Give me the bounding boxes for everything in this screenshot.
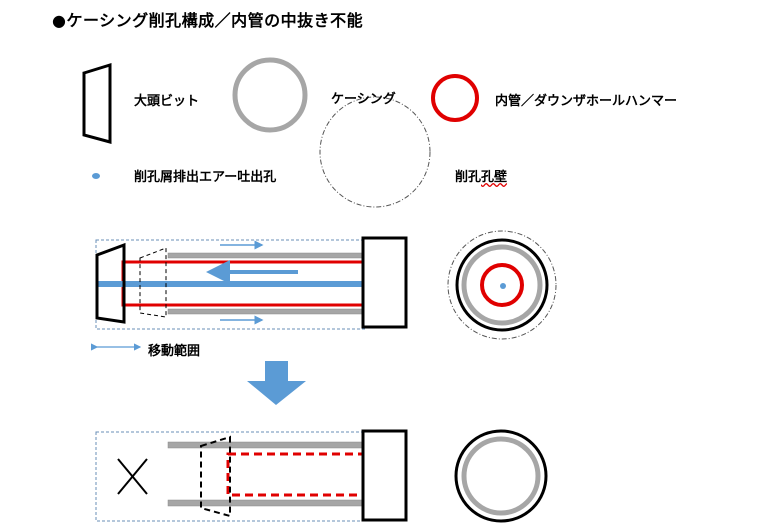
legend-borehole-wall-label-part2: 孔壁 <box>481 170 508 185</box>
legend-borehole-wall-label: 削孔孔壁 <box>455 166 507 185</box>
lower-section-outer-ring <box>454 429 548 523</box>
upper-casing-bottom <box>167 308 364 315</box>
upper-section-casing-ring <box>461 244 543 326</box>
casing-legend-icon <box>232 57 308 133</box>
lower-casing-bottom <box>167 499 364 507</box>
upper-bit <box>95 242 126 324</box>
upper-air-rod <box>98 281 364 287</box>
upper-section-inner-pipe-ring <box>480 263 524 307</box>
transition-down-arrow-icon <box>247 361 306 405</box>
upper-head-block <box>361 236 408 329</box>
legend-inner-pipe-label: 内管／ダウンザホールハンマー <box>495 94 678 109</box>
upper-movement-range-box <box>95 239 367 330</box>
inner-pipe-legend-icon <box>431 74 479 122</box>
upper-casing-top <box>167 252 364 259</box>
lower-inner-pipe-dashed <box>226 452 365 497</box>
air-outlet-legend-icon <box>92 173 100 179</box>
legend-borehole-wall-label-part1: 削孔 <box>455 170 482 185</box>
legend-casing-label: ケーシング <box>331 92 396 107</box>
lower-bit-dashed <box>200 435 231 518</box>
cross-mark-icon <box>117 458 148 495</box>
bit-legend-icon <box>82 62 112 144</box>
lower-casing-top <box>167 441 364 449</box>
lower-head-block <box>361 429 408 522</box>
legend-air-outlet-label: 削孔屑排出エアー吐出孔 <box>134 170 277 185</box>
movement-range-label: 移動範囲 <box>148 344 201 359</box>
upper-section-borehole-wall <box>447 230 557 340</box>
upper-section-outer-ring <box>455 238 549 332</box>
upper-bit-dashed-outline <box>139 247 167 318</box>
borehole-wall-legend-icon <box>319 96 431 208</box>
lower-section-casing-ring <box>461 436 541 516</box>
upper-section-air-hole <box>500 283 506 289</box>
lower-movement-range-box <box>95 431 367 522</box>
legend-bit-label: 大頭ビット <box>134 94 200 109</box>
page-title: ●ケーシング削孔構成／内管の中抜き不能 <box>52 11 364 30</box>
